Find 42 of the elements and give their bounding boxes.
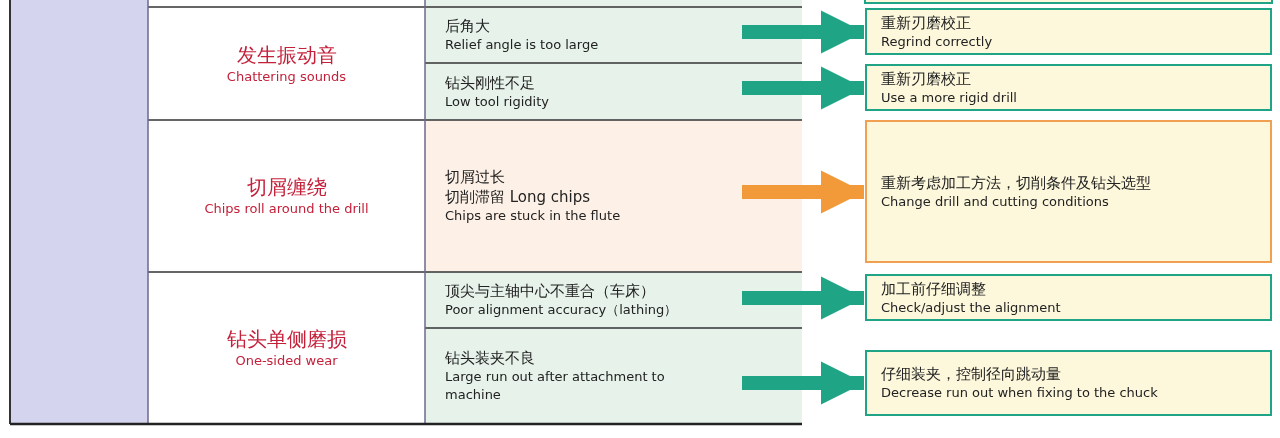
solution-text: Regrind correctly — [881, 32, 994, 50]
arrow — [742, 276, 864, 320]
arrow — [742, 66, 864, 110]
solution-box — [865, 120, 1272, 263]
solution-text: 重新刃磨校正 — [881, 69, 972, 89]
category-subtitle: Chattering sounds — [226, 67, 347, 86]
solution-box — [865, 64, 1272, 111]
cause-text: Low tool rigidity — [445, 92, 550, 111]
arrow — [742, 361, 864, 405]
cause-cell — [425, 272, 802, 328]
solution-text: 仔细装夹，控制径向跳动量 — [881, 365, 1062, 384]
arrow — [742, 170, 864, 214]
category-subtitle: Chips roll around the drill — [204, 200, 369, 218]
cause-cell — [425, 328, 802, 424]
cause-text: 钻头刚性不足 — [445, 72, 536, 93]
cause-text: 切屑过长 — [445, 167, 506, 187]
cause-text: 钻头装夹不良 — [445, 348, 536, 368]
solution-text: Check/adjust the alignment — [881, 298, 1062, 316]
cause-text: Chips are stuck in the flute — [445, 207, 622, 225]
solution-text: 加工前仔细调整 — [881, 279, 987, 299]
solution-text: Decrease run out when fixing to the chuck — [881, 384, 1159, 401]
category-subtitle: One-sided wear — [235, 352, 338, 370]
solution-box — [865, 274, 1272, 321]
cause-cell — [425, 120, 802, 272]
category-title: 钻头单侧磨损 — [226, 326, 347, 352]
solution-text: Change drill and cutting conditions — [881, 192, 1110, 210]
cause-text: Poor alignment accuracy（lathing） — [445, 301, 679, 319]
category-title: 切屑缠绕 — [246, 174, 327, 200]
cause-cell — [425, 7, 802, 63]
side-band — [10, 0, 148, 424]
solution-box — [865, 350, 1272, 416]
arrow — [742, 10, 864, 54]
solution-text: 重新考虑加工方法，切削条件及钻头选型 — [881, 173, 1152, 193]
solution-text: 重新刃磨校正 — [881, 13, 972, 33]
solution-text: Use a more rigid drill — [881, 88, 1018, 106]
cause-text: Relief angle is too large — [445, 36, 600, 54]
cause-text: Large run out after attachment to machine — [445, 368, 666, 404]
solution-box — [865, 8, 1272, 55]
cause-text: 切削滞留 Long chips — [445, 187, 592, 207]
cause-text: 顶尖与主轴中心不重合（车床） — [445, 281, 656, 301]
cause-text: 后角大 — [445, 16, 491, 36]
category-title: 发生振动音 — [236, 41, 337, 68]
